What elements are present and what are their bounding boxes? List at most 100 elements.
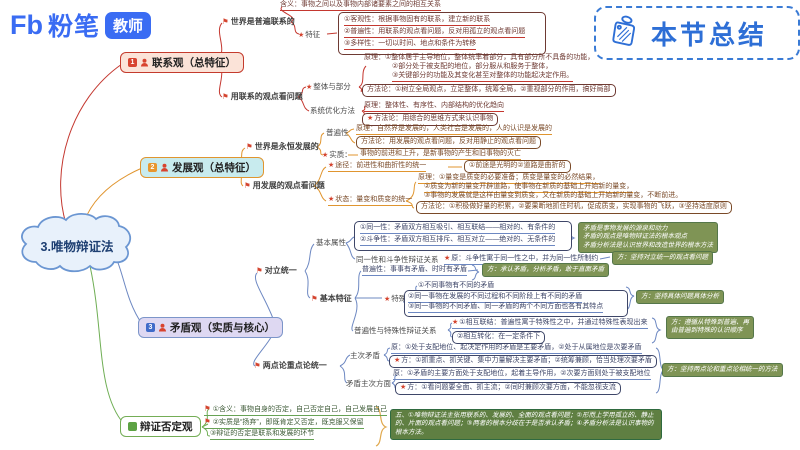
lianxi-hanyi: 含义：事物之间以及事物内部诸要素之间的相互关系	[280, 1, 441, 11]
star-icon: ★	[298, 32, 305, 39]
lianxi-feature-box	[338, 12, 546, 55]
person-icon	[140, 58, 149, 67]
maodun-t3: ③同一事物的不同矛盾、同一矛盾的两个不同方面也各有其特点	[408, 303, 604, 313]
maodun-zc-label: 主次矛盾	[350, 351, 380, 360]
flag-icon: ⚑	[244, 181, 251, 190]
star-icon: ★	[452, 319, 459, 326]
fazhan-shizhi-text: 事物的前进和上升，是新事物的产生和旧事物的灭亡	[360, 150, 521, 160]
branch-node-fazhanguan: 2 发展观（总特征）	[140, 157, 264, 178]
fazhan-zt-f: 方法论：①积极做好量的积累，②要果断地抓住时机，促成质变，实现事物的飞跃，③坚持…	[416, 201, 732, 214]
fouding-l3: ③辩证的否定是联系和发展的环节	[210, 430, 315, 440]
section-summary-label: 本节总结	[651, 19, 768, 50]
lianxi-zt-f: 方法论：①树立全局观点，立足整体，统筹全局，②重视部分的作用，搞好局部	[362, 84, 616, 97]
maodun-k1: ⚑对立统一	[256, 266, 297, 275]
star-icon: ★	[328, 196, 335, 203]
lianxi-k1: ⚑世界是普遍联系的	[222, 17, 295, 26]
maodun-pbx: 普遍性：事事有矛盾、时时有矛盾	[362, 266, 467, 276]
maodun-pbx-method-box: 方：承认矛盾，分析矛盾，敢于直面矛盾	[482, 263, 609, 278]
lianxi-xt-f: ★方法论：用综合的思维方式来认识事物	[362, 113, 499, 126]
lianxi-f1: ①客观性：根据事物固有的联系，建立新的联系	[344, 16, 491, 26]
flag-icon: ⚑	[246, 142, 253, 151]
fazhan-pb-label: 普遍性	[326, 128, 349, 137]
fenbi-logo-mark: Fb	[10, 9, 43, 40]
maodun-s3-label: 同一性和斗争性辩证关系	[356, 255, 439, 264]
green-marker-icon	[128, 422, 137, 431]
lianxi-xitong-label: 系统优化方法	[310, 106, 355, 115]
fouding-l1: ⚑①含义：事物自身的否定，自己否定自己，自己发展自己	[204, 404, 388, 416]
branch3-title: 矛盾观（实质与核心）	[170, 322, 275, 334]
star-icon: ★	[444, 255, 451, 262]
branch-node-lianxiguan: 1 联系观（总特征）	[120, 52, 244, 73]
branch2-title: 发展观（总特征）	[172, 162, 256, 174]
teacher-badge: 教师	[105, 11, 152, 39]
maodun-gtop3: 矛盾分析法是认识世界和改造世界的根本方法	[583, 241, 713, 249]
root-cloud	[21, 212, 132, 273]
maodun-tsx-method-box: 方：坚持具体问题具体分析	[636, 290, 724, 305]
maodun-s1: ①同一性：矛盾双方相互吸引、相互联结——相对的、有条件的	[360, 224, 556, 234]
maodun-mz-f: ★方：①看问题要全面、抓主流；②同时兼顾次要方面，不能忽视支流	[395, 382, 621, 395]
maodun-pt-g2: 由普遍到特殊的认识顺序	[671, 327, 743, 335]
fouding-summary-box: 五、①唯物辩证法主张用联系的、发展的、全面的观点看问题；②形而上学用孤立的、静止…	[390, 409, 662, 441]
maodun-mz-y: 原：①矛盾的主要方面处于支配地位，起着主导作用，②次要方面则处于被支配地位	[393, 370, 651, 380]
flag-icon: ⚑	[204, 404, 211, 413]
flag-icon: ⚑	[311, 294, 318, 303]
lianxi-zhengti-label: ★整体与部分	[306, 82, 351, 91]
branch4-title: 辩证否定观	[140, 421, 193, 433]
lianxi-xt-y: 原理：整体性、有序性、内部结构的优化趋向	[364, 102, 504, 112]
maodun-s2: ②斗争性：矛盾双方相互排斥、相互对立——绝对的、无条件的	[360, 236, 556, 246]
star-icon: ★	[394, 357, 401, 364]
fazhan-k1: ⚑世界是永恒发展的	[246, 142, 319, 151]
flag-icon: ⚑	[222, 92, 229, 101]
flag-icon: ⚑	[222, 17, 229, 26]
branch1-number-icon: 1	[128, 58, 137, 67]
maodun-shuxing-box	[354, 221, 572, 251]
branch3-number-icon: 3	[146, 323, 155, 332]
maodun-pt2: ②相互转化：在一定条件下	[452, 331, 546, 344]
fazhan-zt-y2: ②质变为新的量变开辟道路，使事物在新质的基础上开始新的量变，	[424, 183, 634, 193]
star-icon: ★	[322, 152, 329, 159]
maodun-ldl-method-box: 方：坚持两点论和重点论相统一的方法	[662, 363, 783, 378]
branch-node-bianzhengfoudingguan: 辩证否定观	[120, 416, 201, 437]
fazhan-zhuangtai: ★状态：量变和质变的统一	[328, 196, 413, 206]
flag-icon: ⚑	[256, 266, 263, 275]
branch2-number-icon: 2	[148, 163, 157, 172]
fazhan-tujing: ★途径：前进性和曲折性的统一	[328, 162, 427, 172]
tag-icon	[612, 15, 636, 46]
branch1-title: 联系观（总特征）	[152, 57, 236, 69]
fazhan-k2: ⚑用发展的观点看问题	[244, 181, 325, 190]
star-icon: ★	[400, 384, 407, 391]
flag-icon: ⚑	[254, 361, 261, 370]
section-summary-badge: 本节总结	[594, 6, 800, 60]
maodun-jbsx-label: 基本属性	[316, 238, 346, 247]
maodun-zc-f: ★方：①抓重点、抓关键、集中力量解决主要矛盾；②统筹兼顾，恰当处理次要矛盾	[389, 355, 657, 368]
lianxi-zt-y3: ③关键部分的功能及其变化甚至对整体的功能起决定作用。	[392, 72, 574, 82]
lianxi-f3: ③多样性：一切以时间、地点和条件为转移	[344, 40, 477, 50]
fazhan-tujing-text: ①前途是光明的②道路是曲折的	[464, 160, 571, 173]
fazhan-zt-y1: 原理：①量变是质变的必要准备；质变是量变的必然结果，	[418, 174, 600, 184]
star-icon: ★	[367, 115, 374, 122]
fenbi-logo-text: 粉笔	[48, 13, 101, 41]
fazhan-pb-f: 方法论：用发展的观点看问题，反对用静止的观点看问题	[356, 136, 541, 149]
fazhan-shizhi-label: ★实质：	[322, 150, 352, 159]
maodun-k3: ⚑两点论重点论统一	[254, 361, 327, 370]
maodun-gtop1: 矛盾是事物发展的源泉和动力	[583, 225, 668, 232]
maodun-gtop2: 矛盾的观点是唯物辩证法的根本观点	[583, 233, 687, 241]
maodun-s3-method-box: 方：坚持对立统一的观点看问题	[612, 251, 713, 266]
lianxi-zt-y2: ②部分处于被支配的地位，部分服从和服务于整体，	[392, 63, 553, 70]
maodun-t2: ②同一事物在发展的不同过程和不同阶段上有不同的矛盾	[408, 293, 583, 303]
fenbi-logo: Fb 粉笔 教师	[10, 7, 152, 43]
maodun-pt-g1: 方：遵循从特殊到普遍、再	[671, 319, 749, 326]
maodun-tsx-label: ★特殊性	[384, 294, 414, 303]
person-icon	[160, 163, 169, 172]
lianxi-zt-y1: 原理：①整体居于主导地位，整体统率着部分，具有部分所不具备的功能，	[364, 54, 595, 61]
maodun-pt-method-box: 方：遵循从特殊到普遍、再 由普遍到特殊的认识顺序	[666, 316, 754, 339]
lianxi-tezheng-label: ★特征	[298, 30, 321, 39]
branch-node-maodunguan: 3 矛盾观（实质与核心）	[138, 317, 283, 338]
maodun-green-top-box: 矛盾是事物发展的源泉和动力 矛盾的观点是唯物辩证法的根本观点 矛盾分析法是认识世…	[578, 222, 718, 254]
root-node-label: 3.唯物辩证法	[40, 240, 114, 254]
lianxi-k2: ⚑用联系的观点看问题	[222, 92, 303, 101]
flag-icon: ⚑	[204, 417, 211, 426]
maodun-k2: ⚑基本特征	[311, 294, 352, 303]
maodun-zc-y: 原：①处于支配地位、起决定作用的矛盾是主要矛盾，②处于从属地位是次要矛盾	[391, 344, 642, 354]
